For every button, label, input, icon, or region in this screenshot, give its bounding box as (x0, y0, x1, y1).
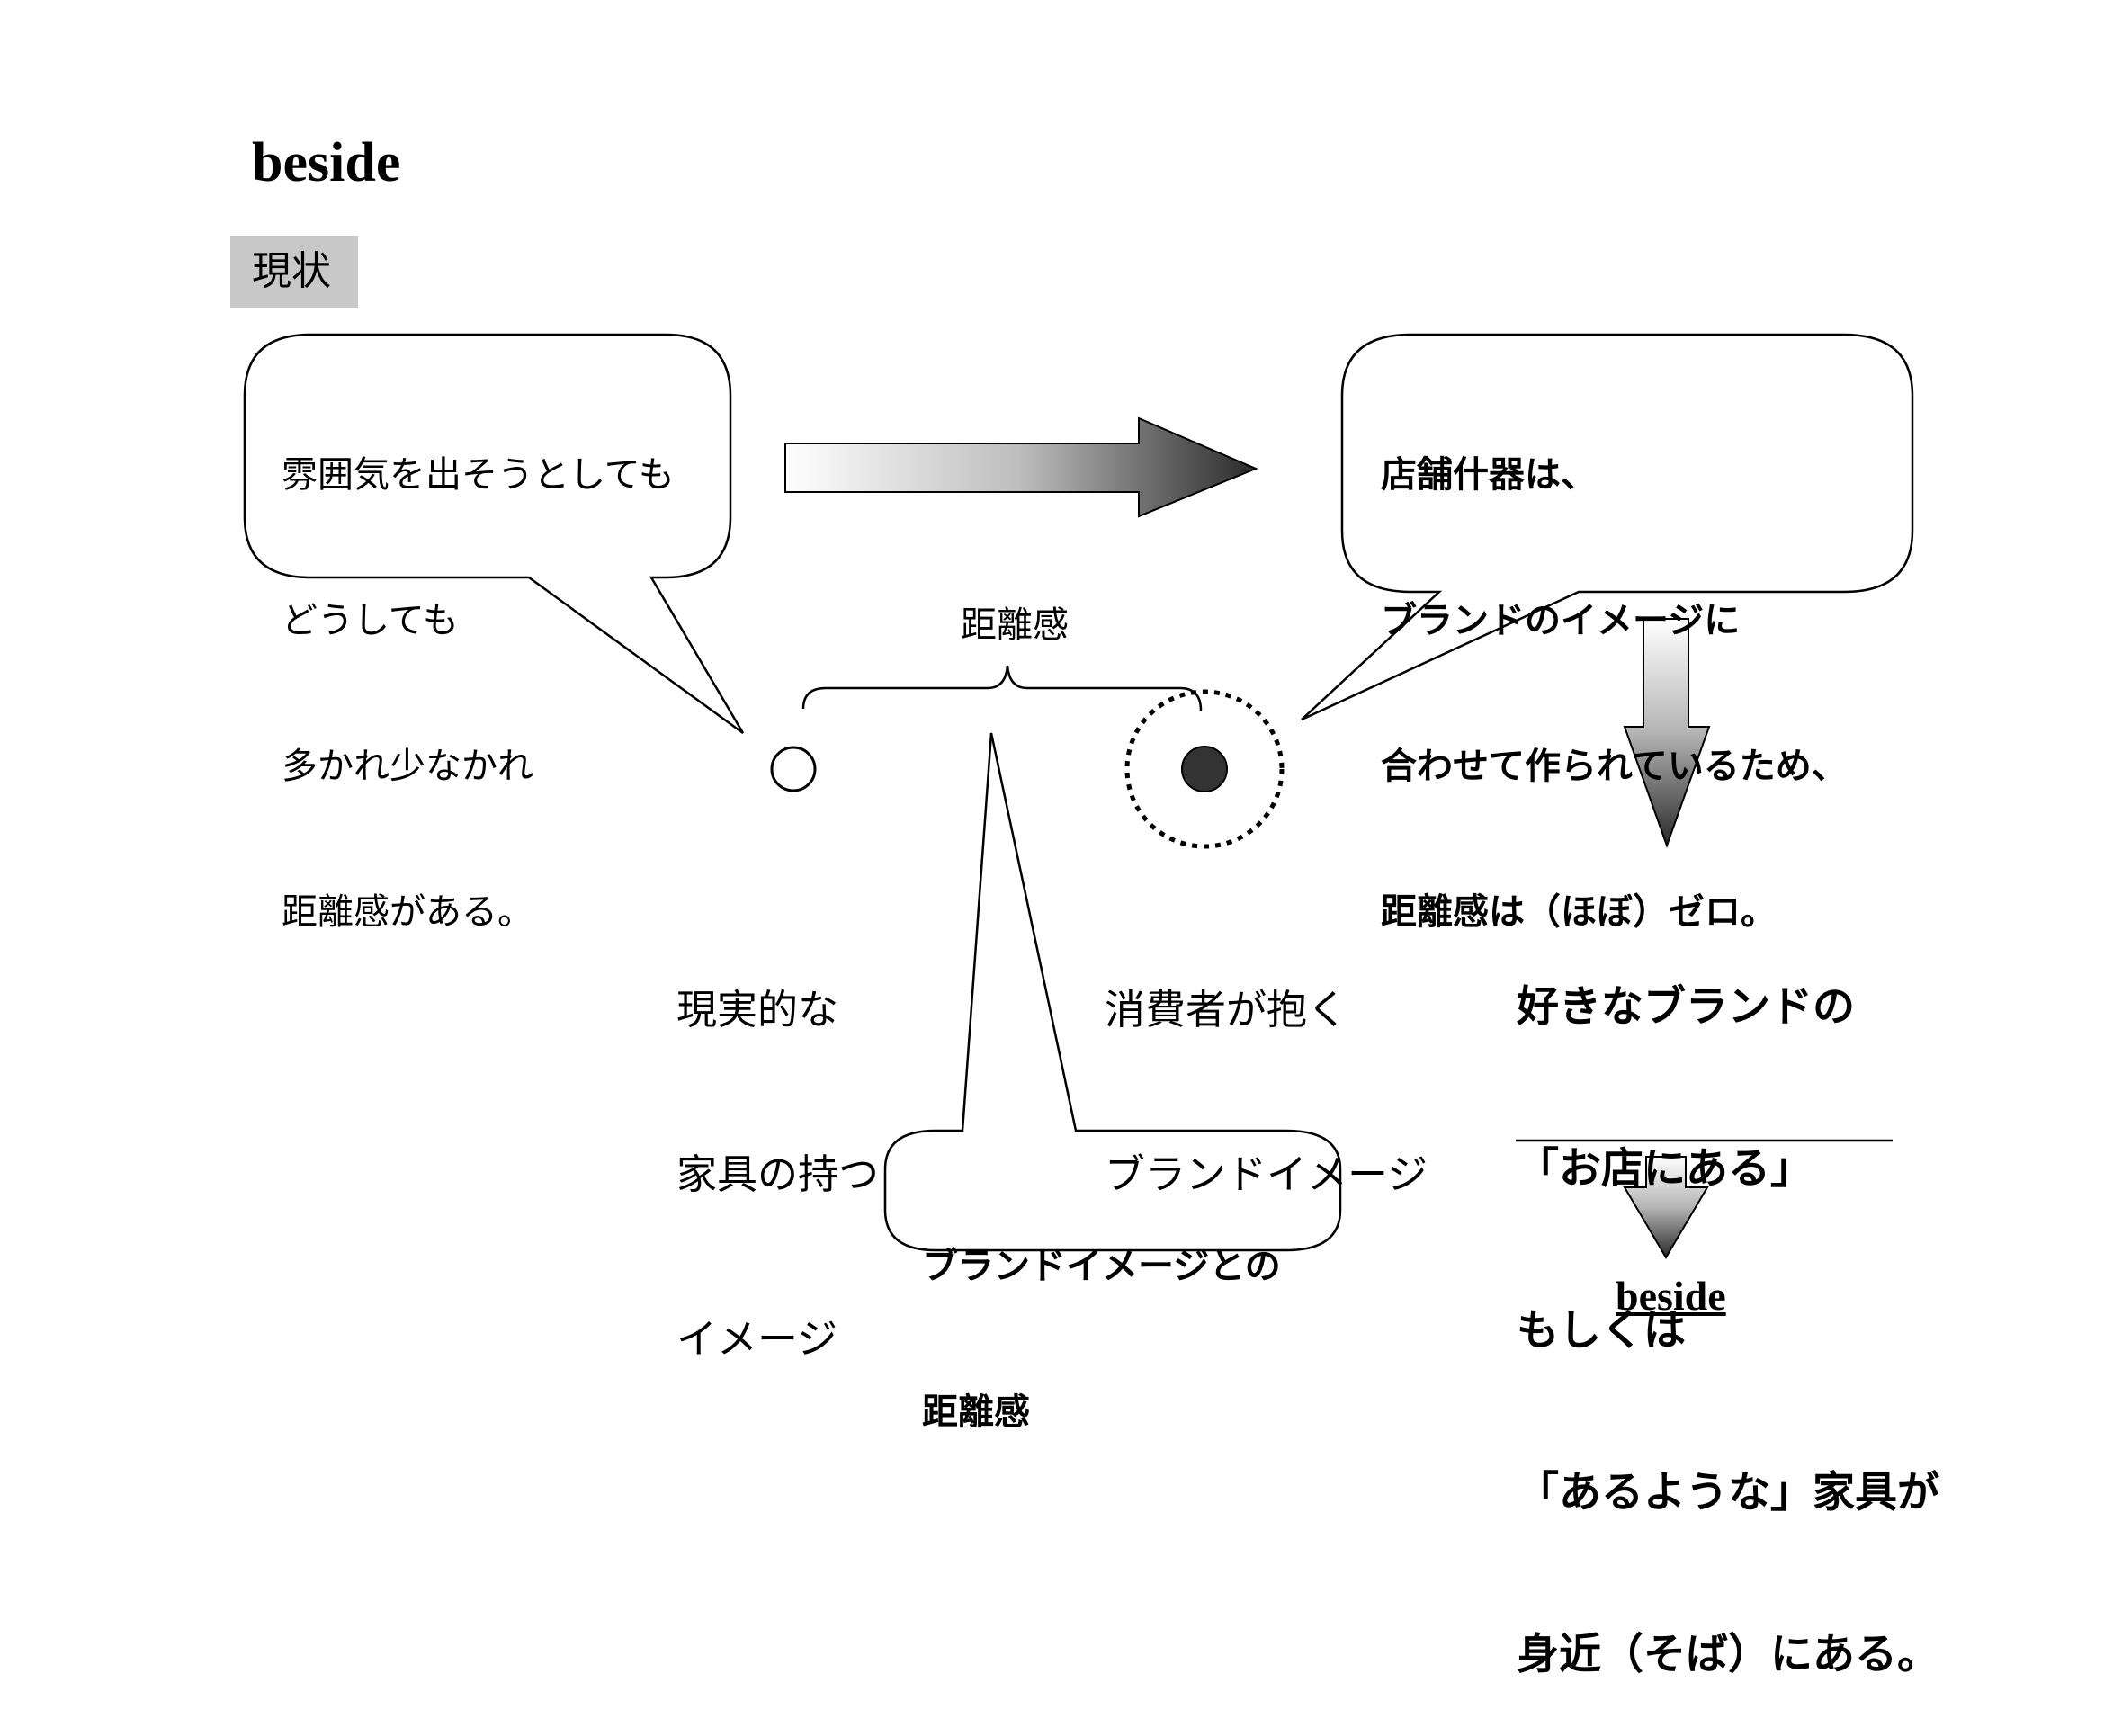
right-bubble-line: 距離感は（ほぼ）ゼロ。 (1381, 891, 1777, 933)
real-furniture-label-line: 家具の持つ (676, 1150, 880, 1198)
right-bubble-text: 店舗什器は、 ブランドのイメージに 合わせて作られているため、 距離感は（ほぼ）… (1381, 353, 1848, 985)
conclusion-text: 好きなブランドの 「お店にある」 もしくは 「あるような」家具が 身近（そば）に… (1517, 872, 1939, 1736)
status-badge (230, 236, 358, 308)
distance-label: 距離感 (961, 604, 1069, 646)
diagram-canvas (243, 333, 1914, 1259)
brand-image-label-line: ブランドイメージ (1105, 1150, 1428, 1198)
vertical-arrow-lower (1623, 1156, 1709, 1259)
real-furniture-label-line: イメージ (676, 1315, 838, 1363)
bottom-speech-bubble (883, 732, 1342, 1252)
right-bubble-line: 店舗什器は、 (1381, 454, 1597, 496)
right-bubble-line: 合わせて作られているため、 (1381, 746, 1848, 787)
left-bubble-line: 雰囲気を出そうとしても (282, 454, 675, 496)
brand-image-label: 消費者が抱く ブランドイメージ (1105, 872, 1428, 1257)
bottom-bubble-text: ブランドイメージとの 距離感 (922, 1145, 1281, 1485)
real-furniture-label: 現実的な 家具の持つ イメージ (676, 872, 879, 1421)
bottom-bubble-line: ブランドイメージとの (922, 1246, 1281, 1287)
horizontal-arrow (784, 416, 1258, 518)
brand-image-label-line: 消費者が抱く (1105, 986, 1348, 1034)
right-speech-bubble (1301, 333, 1914, 721)
right-bubble-line: ブランドのイメージに (1381, 600, 1741, 641)
footer-word: beside (1616, 1273, 1726, 1319)
left-bubble-text: 雰囲気を出そうとしても どうしても 多かれ少なかれ 距離感がある。 (282, 353, 675, 985)
vertical-arrow-upper (1623, 618, 1711, 848)
conclusion-line: もしくは (1517, 1306, 1686, 1356)
real-furniture-label-line: 現実的な (676, 986, 839, 1034)
left-bubble-line: 距離感がある。 (282, 891, 533, 933)
brand-image-point (1181, 746, 1228, 792)
left-bubble-line: どうしても (282, 600, 459, 641)
left-speech-bubble (243, 333, 745, 735)
bottom-bubble-line: 距離感 (922, 1391, 1030, 1433)
conclusion-line: 「あるような」家具が (1517, 1468, 1939, 1517)
distance-brace (801, 665, 1203, 711)
status-label: 現状 (252, 248, 331, 294)
conclusion-line: 好きなブランドの (1517, 982, 1855, 1032)
page-title: beside (252, 132, 401, 193)
real-furniture-point (770, 746, 817, 792)
brand-image-halo (1124, 689, 1285, 849)
conclusion-line: 「お店にある」 (1517, 1144, 1813, 1194)
left-bubble-line: 多かれ少なかれ (282, 746, 533, 787)
conclusion-underlined-line: 身近（そば）にある。 (1517, 1630, 1939, 1679)
